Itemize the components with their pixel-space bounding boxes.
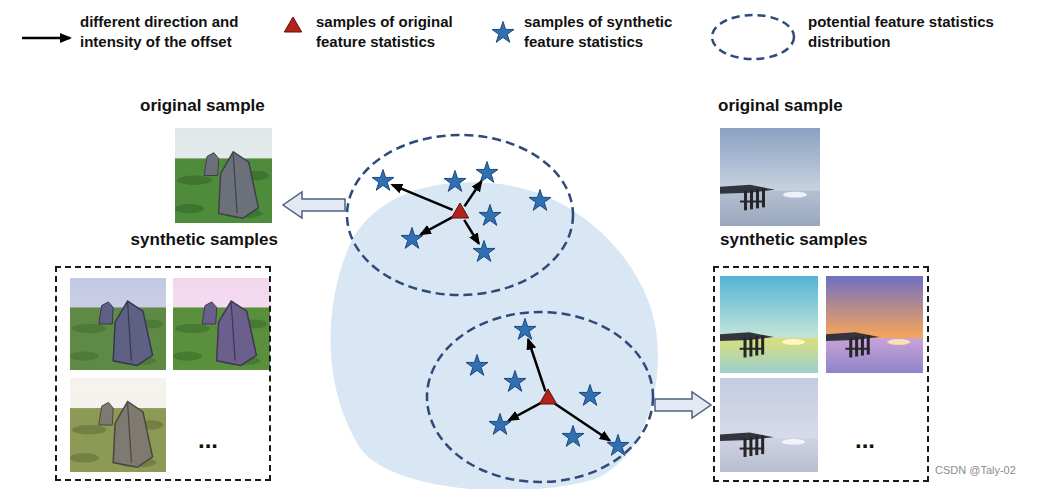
- offset-arrow: [509, 403, 541, 420]
- watermark: CSDN @Taly-02: [935, 463, 1016, 477]
- sea-image: [720, 276, 818, 373]
- field-image: [173, 278, 270, 370]
- offset-arrow: [464, 220, 479, 244]
- original-triangle: [451, 203, 468, 218]
- legend-text: samples of synthetic feature statistics: [524, 12, 706, 52]
- synthetic-star: [444, 170, 466, 191]
- distribution-blob: [331, 182, 658, 489]
- legend-star: [492, 21, 514, 42]
- synthetic-star: [479, 204, 501, 225]
- legend-swatch: [284, 17, 301, 32]
- synthetic-star: [504, 370, 526, 391]
- original-triangle: [539, 389, 556, 404]
- dashed-frame: [713, 266, 929, 482]
- synthetic-star: [579, 384, 601, 405]
- ellipsis: ...: [855, 428, 875, 452]
- synthetic-star: [607, 434, 629, 455]
- distribution-ellipse: [427, 312, 653, 482]
- field-image: [175, 128, 272, 223]
- sea-image: [720, 128, 820, 226]
- field-image: [70, 278, 166, 370]
- synthetic-star: [562, 425, 584, 446]
- legend-text: samples of original feature statistics: [316, 12, 484, 52]
- synthetic-star: [514, 318, 536, 339]
- hollow-arrow: [655, 392, 711, 418]
- offset-arrow: [555, 403, 610, 440]
- dashed-frame: [55, 266, 271, 481]
- original-sample: original sample: [136, 94, 294, 124]
- legend-ellipse: [712, 15, 794, 59]
- offset-arrow: [464, 181, 481, 206]
- original-sample: original sample: [716, 94, 872, 124]
- legend-swatch: [712, 15, 794, 59]
- synthetic-panel: synthetic samples...: [711, 228, 946, 484]
- offset-arrow: [528, 339, 545, 391]
- synthetic-star: [401, 227, 423, 248]
- panel-heading: synthetic samples: [52, 228, 282, 252]
- synthetic-star: [529, 189, 551, 210]
- field-image: [70, 378, 166, 472]
- panel-heading: original sample: [716, 94, 872, 118]
- synthetic-star: [466, 354, 488, 375]
- ellipsis: ...: [198, 428, 218, 452]
- synthetic-star: [372, 169, 394, 190]
- synthetic-star: [473, 240, 495, 261]
- legend-swatch: [492, 21, 514, 42]
- legend-arrow: [22, 37, 70, 40]
- sea-image: [826, 276, 923, 373]
- legend-text: different direction and intensity of the…: [80, 12, 265, 52]
- offset-arrow: [392, 185, 452, 210]
- distribution-ellipse: [347, 135, 573, 295]
- offset-arrow: [421, 217, 453, 234]
- synthetic-star: [476, 161, 498, 182]
- hollow-arrow: [283, 192, 345, 218]
- synthetic-panel: synthetic samples...: [52, 228, 282, 484]
- synthetic-star: [489, 413, 511, 434]
- legend-swatch: [22, 38, 70, 39]
- legend-triangle: [284, 17, 301, 32]
- panel-heading: synthetic samples: [711, 228, 946, 252]
- sea-image: [720, 378, 818, 472]
- panel-heading: original sample: [136, 94, 294, 118]
- legend-text: potential feature statistics distributio…: [808, 12, 1000, 52]
